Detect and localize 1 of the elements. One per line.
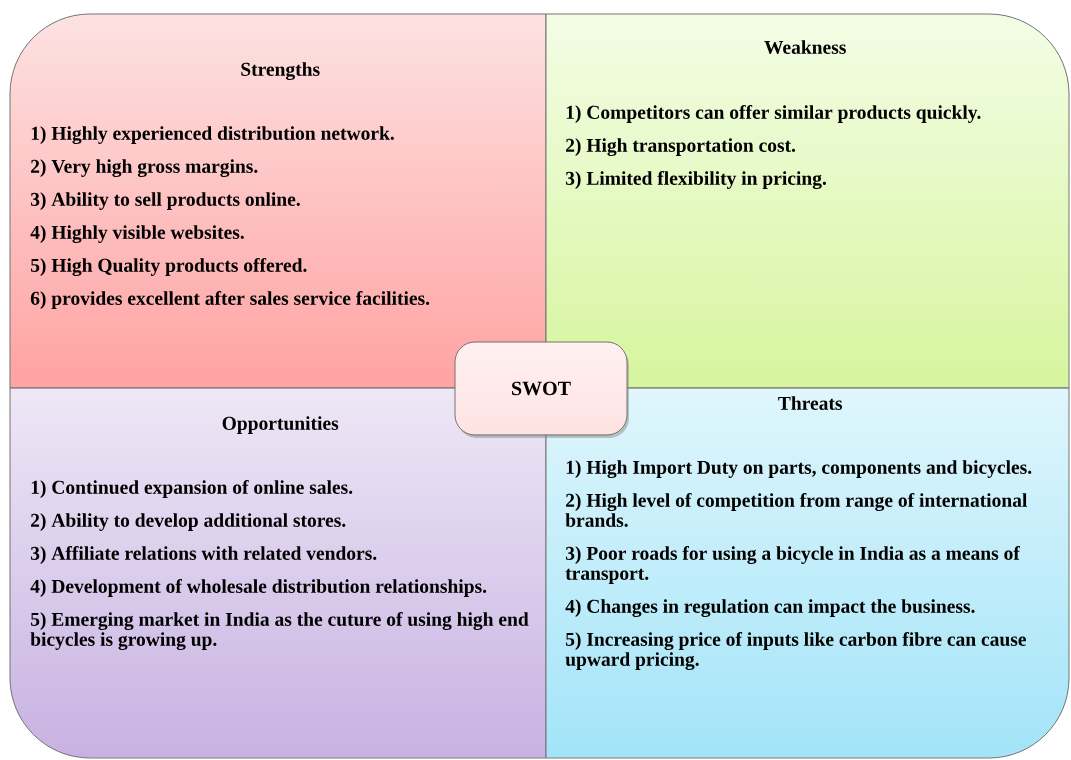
- center-box: SWOT: [454, 341, 629, 438]
